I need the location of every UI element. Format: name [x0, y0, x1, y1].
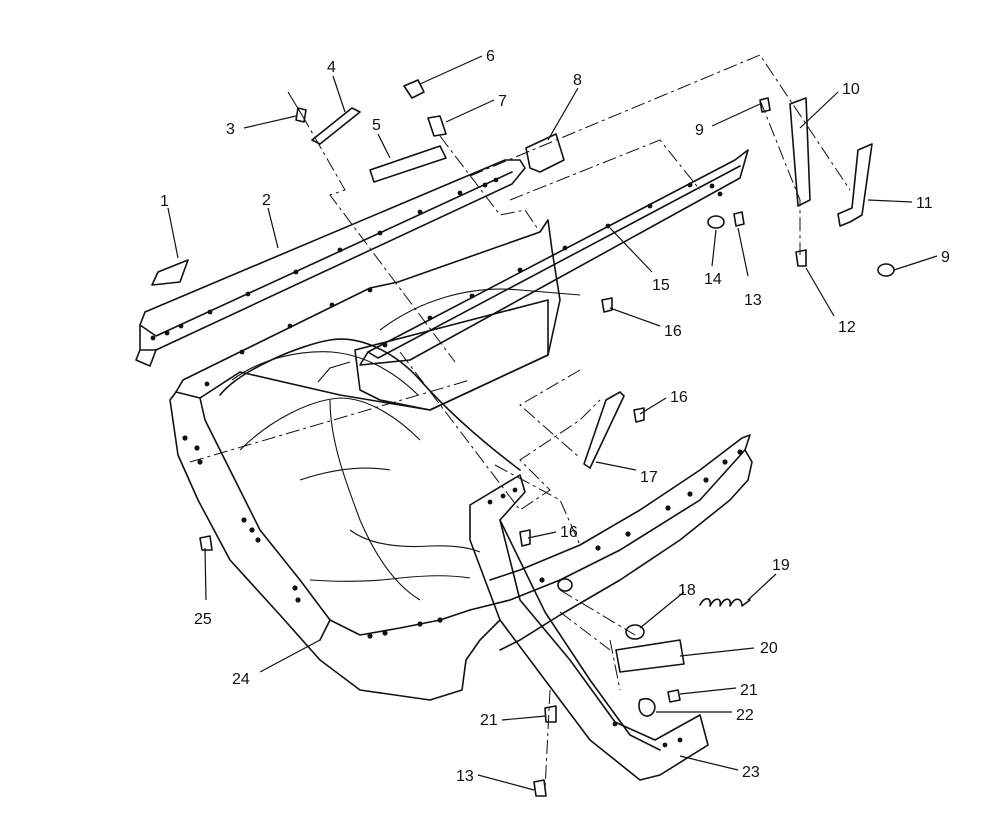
bushing-14 — [707, 215, 725, 229]
callout-18: 18 — [678, 582, 696, 599]
plate-4 — [311, 107, 361, 145]
bolt-7 — [427, 115, 447, 137]
callout-19: 19 — [772, 557, 790, 574]
callout-4: 4 — [327, 59, 336, 76]
callout-16c: 16 — [560, 524, 578, 541]
clip-8 — [525, 133, 565, 173]
callout-8: 8 — [573, 72, 582, 89]
plate-20 — [615, 639, 685, 673]
callout-9a: 9 — [695, 122, 704, 139]
callout-25: 25 — [194, 611, 212, 628]
clamp-22 — [638, 697, 656, 717]
alignment-lines — [189, 54, 851, 791]
bracket-1 — [151, 259, 189, 286]
callout-21a: 21 — [740, 682, 758, 699]
leader-lines — [167, 55, 938, 791]
callout-23: 23 — [742, 764, 760, 781]
latch-11 — [837, 143, 895, 277]
fastener-13 — [533, 211, 745, 797]
fastener-16 — [519, 297, 645, 547]
callout-6: 6 — [486, 48, 495, 65]
callout-13a: 13 — [744, 292, 762, 309]
callout-7: 7 — [498, 93, 507, 110]
rivet-3 — [287, 91, 307, 123]
callout-20: 20 — [760, 640, 778, 657]
bracket-10 — [789, 97, 811, 207]
callout-labels: 1 2 3 4 5 6 7 8 9 10 11 9 12 13 14 15 16… — [160, 48, 950, 785]
callout-10: 10 — [842, 81, 860, 98]
callout-17: 17 — [640, 469, 658, 486]
fastener-21 — [544, 689, 681, 723]
callout-9b: 9 — [941, 249, 950, 266]
callout-22: 22 — [736, 707, 754, 724]
callout-2: 2 — [262, 192, 271, 209]
callout-5: 5 — [372, 117, 381, 134]
callout-13b: 13 — [456, 768, 474, 785]
brace-bar — [359, 149, 749, 366]
nut-6 — [403, 79, 425, 99]
callout-1: 1 — [160, 193, 169, 210]
callout-15: 15 — [652, 277, 670, 294]
side-channel — [469, 474, 709, 781]
callout-11: 11 — [916, 195, 933, 212]
callout-14: 14 — [704, 271, 722, 288]
bracket-17 — [583, 391, 625, 469]
callout-3: 3 — [226, 121, 235, 138]
callout-21b: 21 — [480, 712, 498, 729]
fastener-25 — [199, 535, 213, 551]
fastener-12 — [795, 249, 807, 267]
center-plate — [354, 288, 581, 411]
grommet-18 — [557, 578, 645, 640]
callout-16a: 16 — [664, 323, 682, 340]
callout-24: 24 — [232, 671, 250, 688]
fastener-9 — [759, 97, 771, 113]
front-bumper-bar — [135, 159, 526, 367]
spring-19 — [699, 597, 751, 607]
callout-16b: 16 — [670, 389, 688, 406]
strip-5 — [369, 145, 447, 183]
callout-12: 12 — [838, 319, 856, 336]
